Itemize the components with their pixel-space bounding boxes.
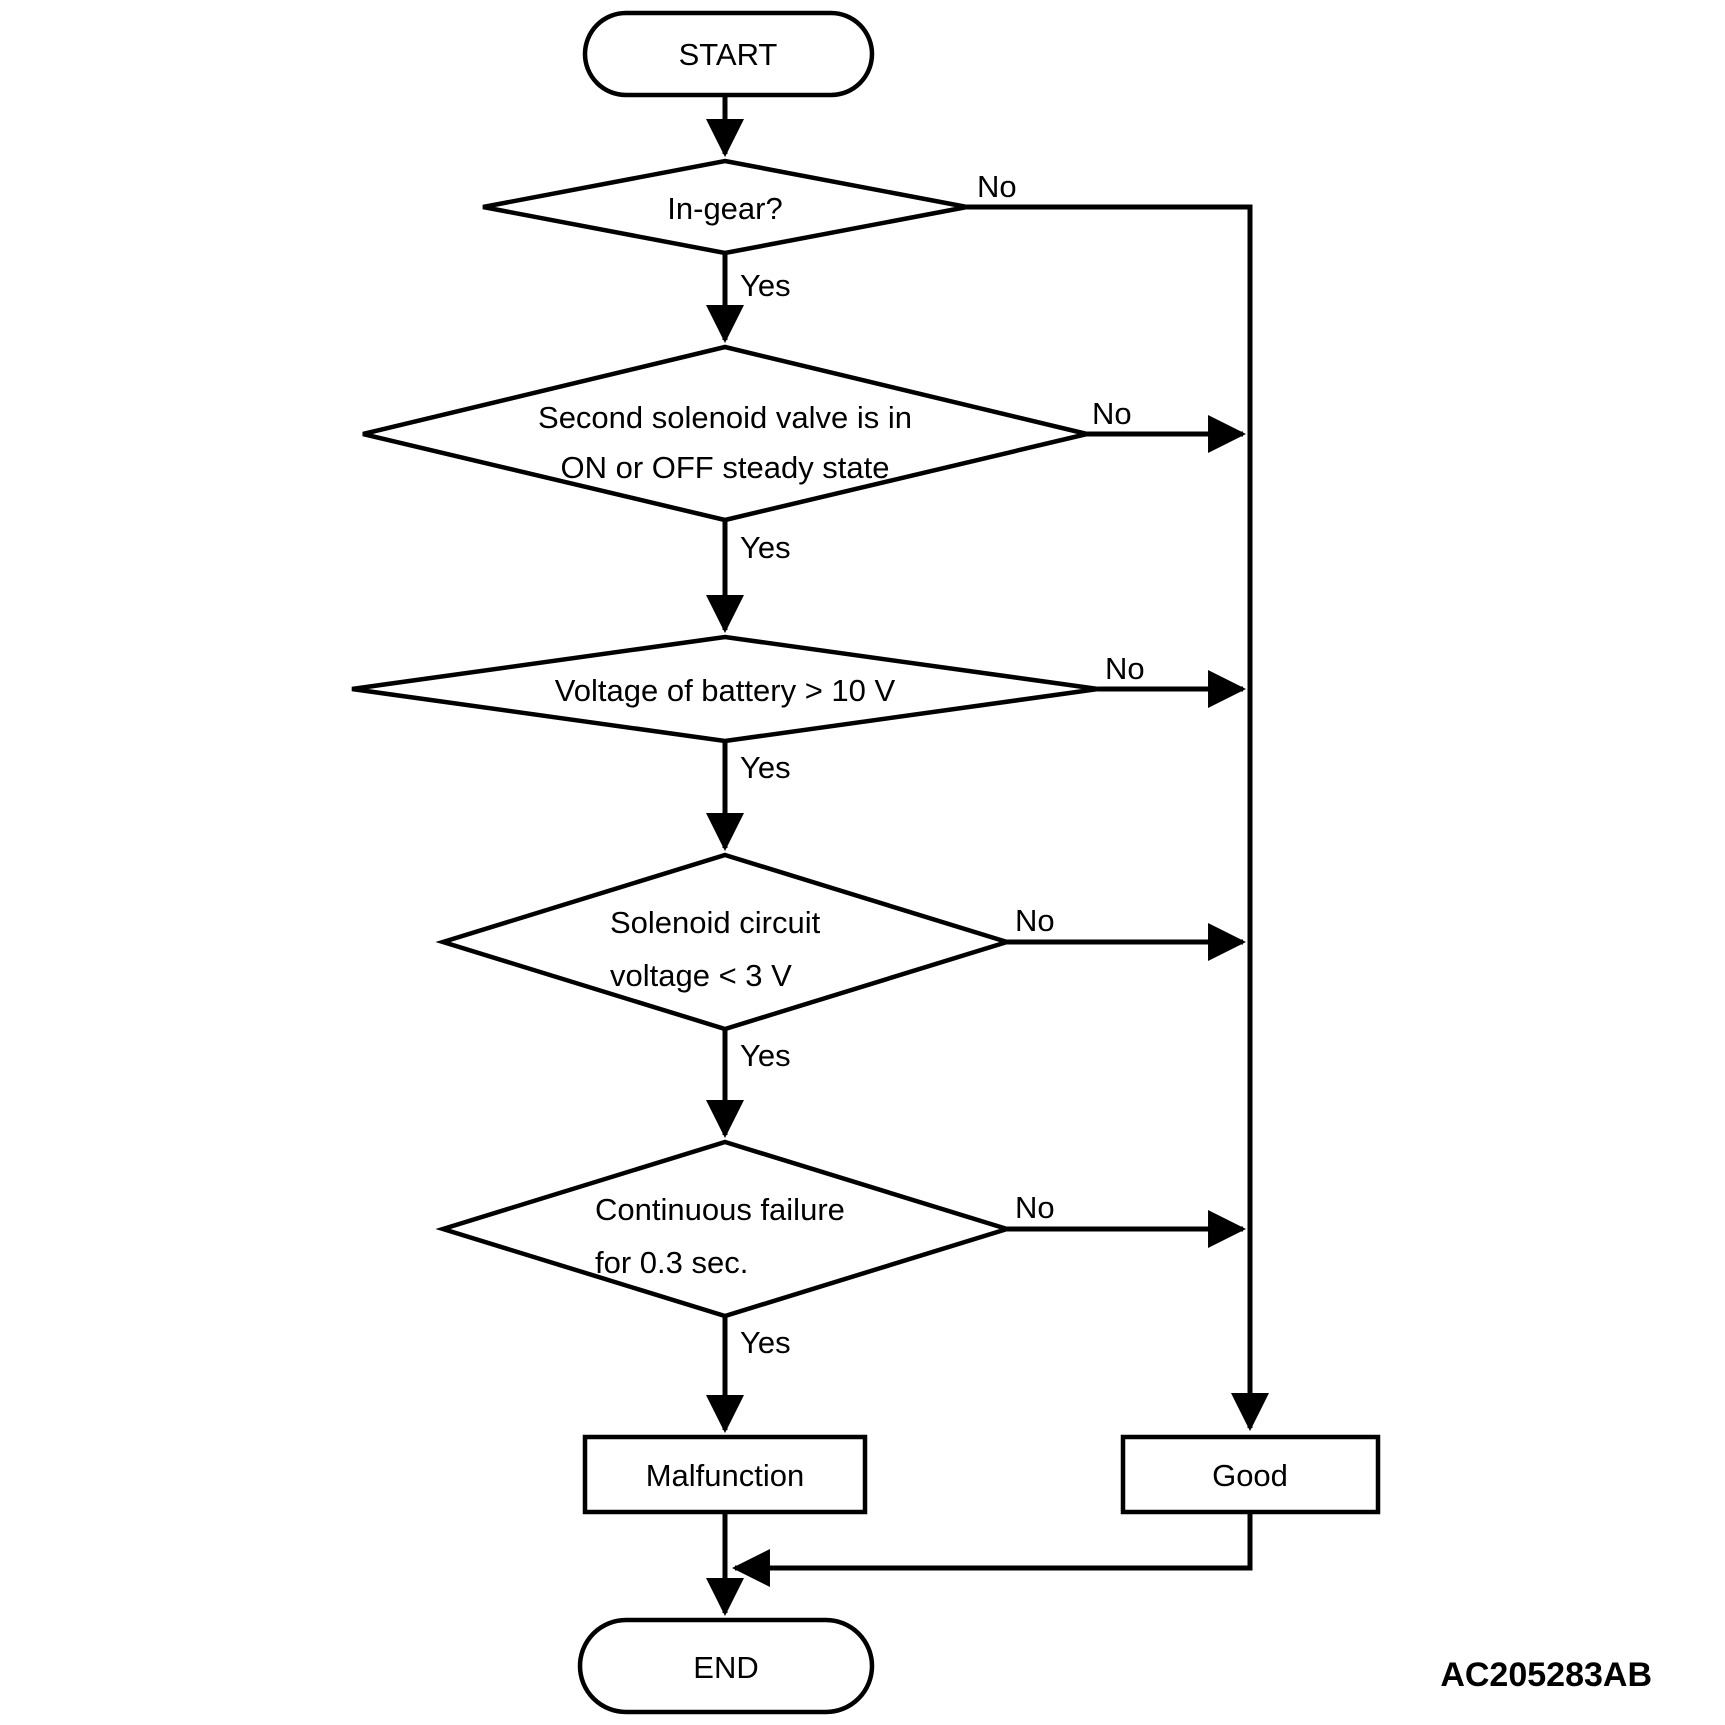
start-node-label: START: [679, 37, 778, 72]
end-node-shape: [577, 1617, 875, 1715]
decision-solenoid-circuit-line1: Solenoid circuit: [610, 905, 821, 940]
edge-label-no-4: No: [1015, 903, 1055, 938]
edge-label-yes-4: Yes: [740, 1038, 791, 1073]
connector-good-to-join: [731, 1512, 1253, 1587]
decision-battery-voltage-shape: [351, 634, 1099, 744]
decision-solenoid-circuit-line2: voltage < 3 V: [610, 958, 792, 993]
decision-battery-voltage: Voltage of battery > 10 V: [351, 634, 1099, 744]
decision-continuous-failure-shape: [435, 1139, 1015, 1319]
good-node-label: Good: [1212, 1458, 1288, 1493]
decision-continuous-failure-line1: Continuous failure: [595, 1192, 845, 1227]
good-node-shape: [1120, 1434, 1381, 1515]
decision-in-gear-shape: [482, 158, 968, 256]
malfunction-node-shape: [582, 1434, 868, 1515]
decision-solenoid-circuit: Solenoid circuit voltage < 3 V: [435, 852, 1015, 1032]
figure-code: AC205283AB: [1440, 1656, 1652, 1694]
edge-label-no-1: No: [977, 169, 1017, 204]
decision-battery-voltage-label: Voltage of battery > 10 V: [555, 673, 896, 708]
decision-in-gear: In-gear?: [482, 158, 968, 256]
malfunction-node: Malfunction: [582, 1434, 868, 1515]
end-node: END: [577, 1617, 875, 1715]
decision-continuous-failure: Continuous failure for 0.3 sec.: [435, 1139, 1015, 1319]
good-node: Good: [1120, 1434, 1381, 1515]
edge-label-no-3: No: [1105, 651, 1145, 686]
edge-label-no-2: No: [1092, 396, 1132, 431]
edge-label-yes-5: Yes: [740, 1325, 791, 1360]
decision-solenoid-circuit-shape: [435, 852, 1015, 1032]
edge-label-no-5: No: [1015, 1190, 1055, 1225]
decision-continuous-failure-line2: for 0.3 sec.: [595, 1245, 748, 1280]
decision-second-solenoid: Second solenoid valve is in ON or OFF st…: [362, 344, 1088, 523]
decision-second-solenoid-line2: ON or OFF steady state: [560, 450, 889, 485]
malfunction-node-label: Malfunction: [646, 1458, 805, 1493]
decision-second-solenoid-line1: Second solenoid valve is in: [538, 400, 912, 435]
edge-label-yes-3: Yes: [740, 750, 791, 785]
start-node-shape: [582, 10, 875, 98]
start-node: START: [582, 10, 875, 98]
end-node-label: END: [693, 1650, 758, 1685]
connector-no-rail-to-good: [967, 204, 1269, 1432]
edge-label-yes-1: Yes: [740, 268, 791, 303]
decision-second-solenoid-shape: [362, 344, 1088, 523]
edge-label-yes-2: Yes: [740, 530, 791, 565]
decision-in-gear-label: In-gear?: [667, 191, 782, 226]
